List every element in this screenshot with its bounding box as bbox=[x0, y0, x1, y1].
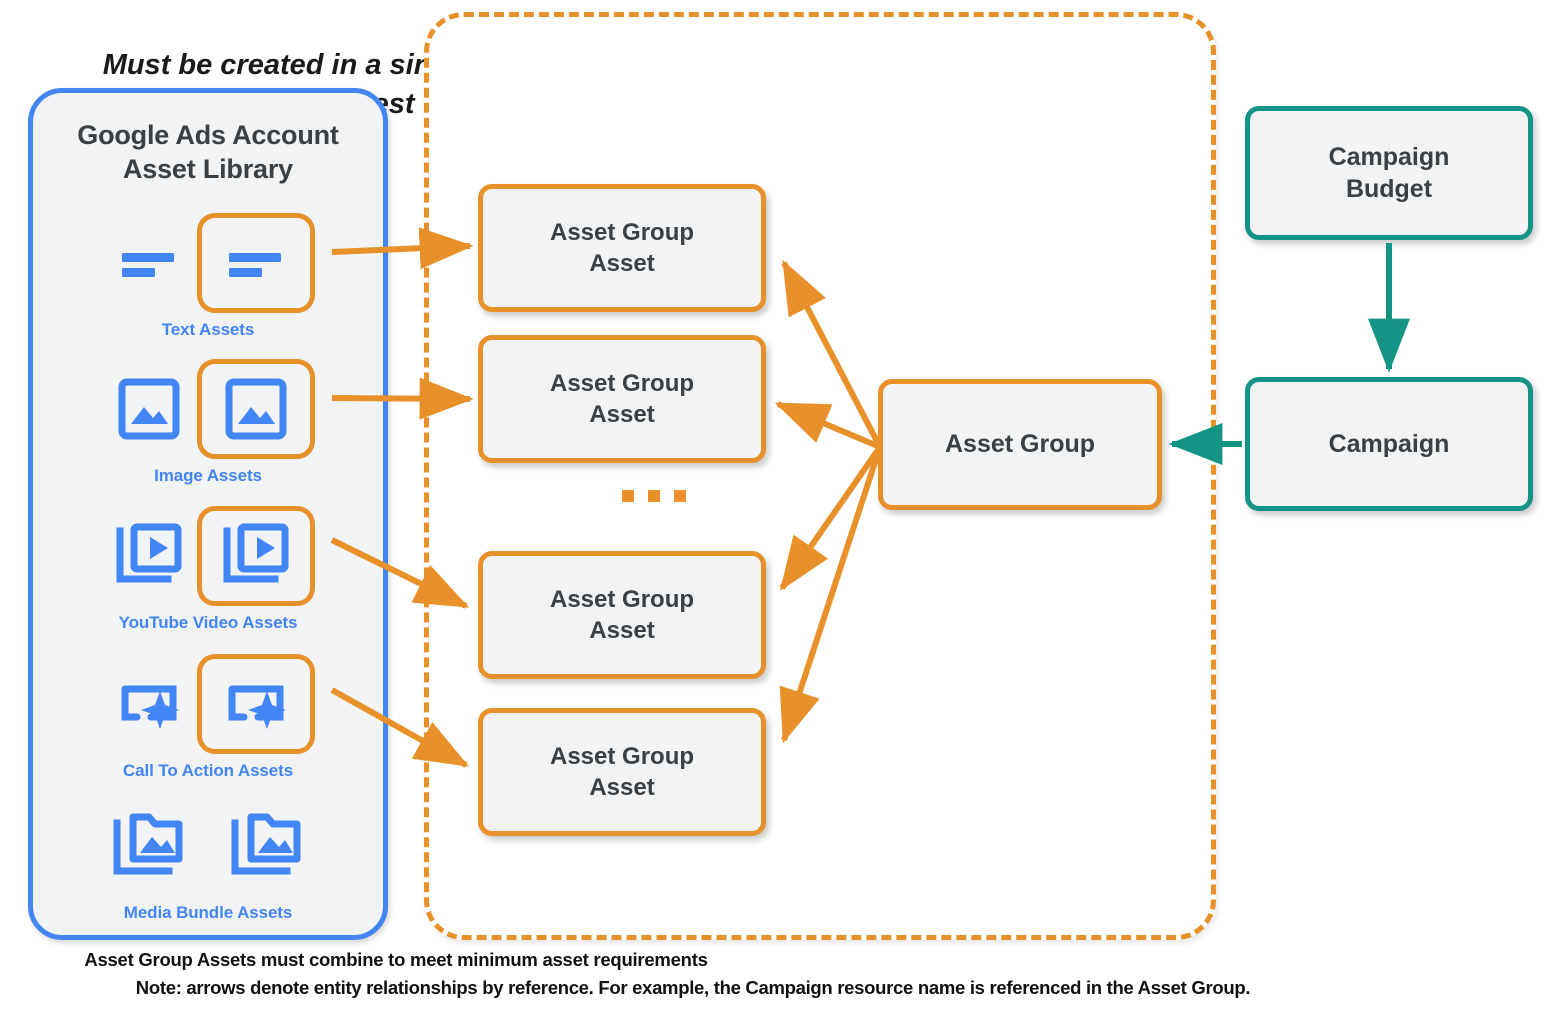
asset-library-panel: Google Ads Account Asset Library bbox=[28, 88, 388, 940]
asset-group-asset-node-2[interactable]: Asset Group Asset bbox=[478, 335, 766, 463]
image-asset-icon bbox=[101, 361, 197, 457]
library-item-label: Text Assets bbox=[161, 320, 255, 339]
library-item-label: Media Bundle Assets bbox=[123, 903, 293, 922]
node-label-line1: Asset Group bbox=[549, 369, 695, 397]
node-label-line2: Budget bbox=[1345, 175, 1433, 203]
node-label: Asset Group bbox=[944, 430, 1096, 458]
node-label-line2: Asset bbox=[589, 250, 655, 277]
library-item-label: Call To Action Assets bbox=[122, 761, 294, 780]
mutate-request-footer: Asset Group Assets must combine to meet … bbox=[84, 949, 708, 970]
library-item-label: YouTube Video Assets bbox=[118, 613, 298, 632]
campaign-node[interactable]: Campaign bbox=[1245, 377, 1533, 511]
video-asset-icon bbox=[101, 508, 197, 604]
media-bundle-asset-icon bbox=[101, 798, 197, 894]
video-asset-icon-highlighted[interactable] bbox=[197, 506, 315, 606]
call-to-action-asset-icon bbox=[101, 656, 197, 752]
ellipsis-dot bbox=[674, 490, 686, 502]
asset-group-node[interactable]: Asset Group bbox=[878, 379, 1162, 510]
library-title-line2: Asset Library bbox=[123, 153, 293, 184]
campaign-budget-node[interactable]: Campaign Budget bbox=[1245, 106, 1533, 240]
image-asset-icon-highlighted[interactable] bbox=[197, 359, 315, 459]
asset-group-asset-node-3[interactable]: Asset Group Asset bbox=[478, 551, 766, 679]
ellipsis-indicator bbox=[622, 490, 686, 502]
media-bundle-asset-icon-2 bbox=[219, 798, 315, 894]
library-title-line1: Google Ads Account bbox=[77, 120, 339, 150]
ellipsis-dot bbox=[648, 490, 660, 502]
library-item-text-assets[interactable]: Text Assets bbox=[33, 213, 383, 340]
node-label-line2: Asset bbox=[589, 617, 655, 644]
node-label-line1: Asset Group bbox=[549, 585, 695, 613]
text-asset-icon bbox=[101, 215, 197, 311]
library-item-cta-assets[interactable]: Call To Action Assets bbox=[33, 654, 383, 781]
node-label-line1: Asset Group bbox=[549, 742, 695, 770]
library-title: Google Ads Account Asset Library bbox=[33, 119, 383, 187]
library-item-image-assets[interactable]: Image Assets bbox=[33, 359, 383, 486]
node-label-line1: Asset Group bbox=[549, 218, 695, 246]
text-asset-icon-highlighted[interactable] bbox=[197, 213, 315, 313]
library-item-media-bundle-assets[interactable]: Media Bundle Assets bbox=[33, 798, 383, 923]
footer-note: Note: arrows denote entity relationships… bbox=[135, 977, 1251, 998]
ellipsis-dot bbox=[622, 490, 634, 502]
node-label-line1: Campaign bbox=[1328, 142, 1450, 171]
library-item-video-assets[interactable]: YouTube Video Assets bbox=[33, 506, 383, 633]
call-to-action-asset-icon-highlighted[interactable] bbox=[197, 654, 315, 754]
node-label: Campaign bbox=[1328, 429, 1450, 458]
library-item-label: Image Assets bbox=[154, 466, 262, 485]
node-label-line2: Asset bbox=[589, 774, 655, 801]
node-label-line2: Asset bbox=[589, 401, 655, 428]
asset-group-asset-node-1[interactable]: Asset Group Asset bbox=[478, 184, 766, 312]
asset-group-asset-node-4[interactable]: Asset Group Asset bbox=[478, 708, 766, 836]
